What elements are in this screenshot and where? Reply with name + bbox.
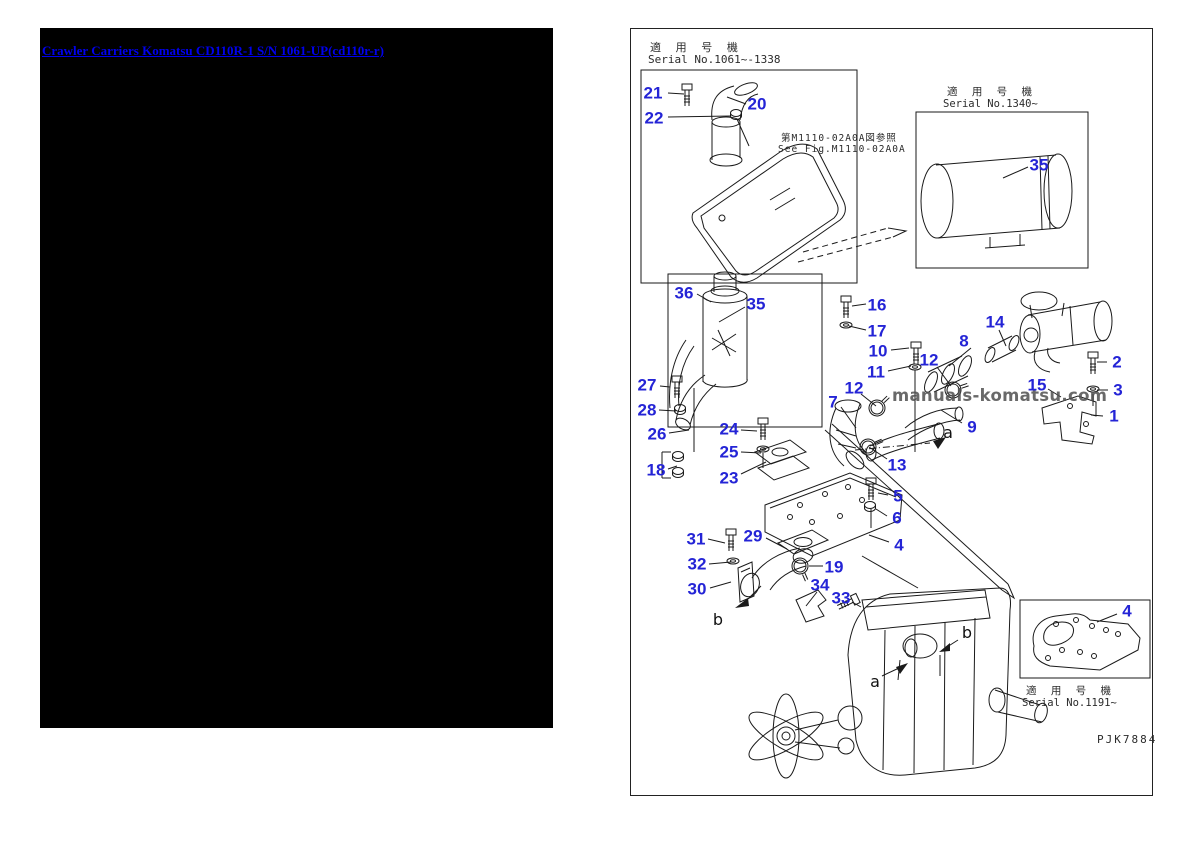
callout-8[interactable]: 8 <box>959 331 969 351</box>
callout-32[interactable]: 32 <box>687 554 707 574</box>
view-letter-b: b <box>961 623 973 642</box>
serial-label-en-top-right: Serial No.1340~ <box>943 98 1038 110</box>
callout-29[interactable]: 29 <box>743 526 763 546</box>
callout-23[interactable]: 23 <box>719 468 739 488</box>
callout-5[interactable]: 5 <box>893 486 903 506</box>
serial-label-en-bottom-right: Serial No.1191~ <box>1022 697 1117 709</box>
callout-27[interactable]: 27 <box>637 375 657 395</box>
callout-12[interactable]: 12 <box>919 350 939 370</box>
callout-12[interactable]: 12 <box>844 378 864 398</box>
callout-22[interactable]: 22 <box>644 108 664 128</box>
callout-20[interactable]: 20 <box>747 94 767 114</box>
callout-33[interactable]: 33 <box>831 588 851 608</box>
pdf-black-area: Crawler Carriers Komatsu CD110R-1 S/N 10… <box>40 28 553 728</box>
serial-label-jp-top-right: 適 用 号 機 <box>947 86 1036 98</box>
callout-4[interactable]: 4 <box>1122 601 1132 621</box>
callout-4[interactable]: 4 <box>894 535 904 555</box>
callout-35[interactable]: 35 <box>746 294 766 314</box>
drawing-code: PJK7884 <box>1097 733 1158 746</box>
serial-label-en-top-left: Serial No.1061~-1338 <box>648 53 781 66</box>
callout-35[interactable]: 35 <box>1029 155 1049 175</box>
callout-16[interactable]: 16 <box>867 295 887 315</box>
callout-13[interactable]: 13 <box>887 455 907 475</box>
callout-2[interactable]: 2 <box>1112 352 1122 372</box>
see-fig-label-en: See Fig.M1110-02A0A <box>778 144 906 155</box>
callout-19[interactable]: 19 <box>824 557 844 577</box>
view-letter-a: a <box>943 423 953 442</box>
callout-34[interactable]: 34 <box>810 575 830 595</box>
see-fig-label-jp: 第M1110-02A0A図参照 <box>781 133 897 144</box>
callout-25[interactable]: 25 <box>719 442 739 462</box>
serial-label-jp-bottom-right: 適 用 号 機 <box>1026 685 1115 697</box>
callout-6[interactable]: 6 <box>892 508 902 528</box>
callout-9[interactable]: 9 <box>967 417 977 437</box>
callout-21[interactable]: 21 <box>643 83 663 103</box>
callout-26[interactable]: 26 <box>647 424 667 444</box>
callout-1[interactable]: 1 <box>1109 406 1119 426</box>
watermark: manuals-komatsu.com <box>892 386 1108 405</box>
callout-7[interactable]: 7 <box>828 392 838 412</box>
serial-label-jp-top-left: 適 用 号 機 <box>650 41 742 54</box>
callout-18[interactable]: 18 <box>646 460 666 480</box>
view-letter-a: a <box>870 672 880 691</box>
callout-24[interactable]: 24 <box>719 419 739 439</box>
callout-15[interactable]: 15 <box>1027 375 1047 395</box>
callout-3[interactable]: 3 <box>1113 380 1123 400</box>
callout-11[interactable]: 11 <box>867 362 885 382</box>
callout-17[interactable]: 17 <box>867 321 887 341</box>
callout-28[interactable]: 28 <box>637 400 657 420</box>
view-letter-b: b <box>712 610 724 629</box>
callout-30[interactable]: 30 <box>687 579 707 599</box>
callout-31[interactable]: 31 <box>686 529 706 549</box>
callout-14[interactable]: 14 <box>985 312 1005 332</box>
callout-10[interactable]: 10 <box>868 341 888 361</box>
callout-36[interactable]: 36 <box>674 283 694 303</box>
document-link[interactable]: Crawler Carriers Komatsu CD110R-1 S/N 10… <box>42 43 384 58</box>
